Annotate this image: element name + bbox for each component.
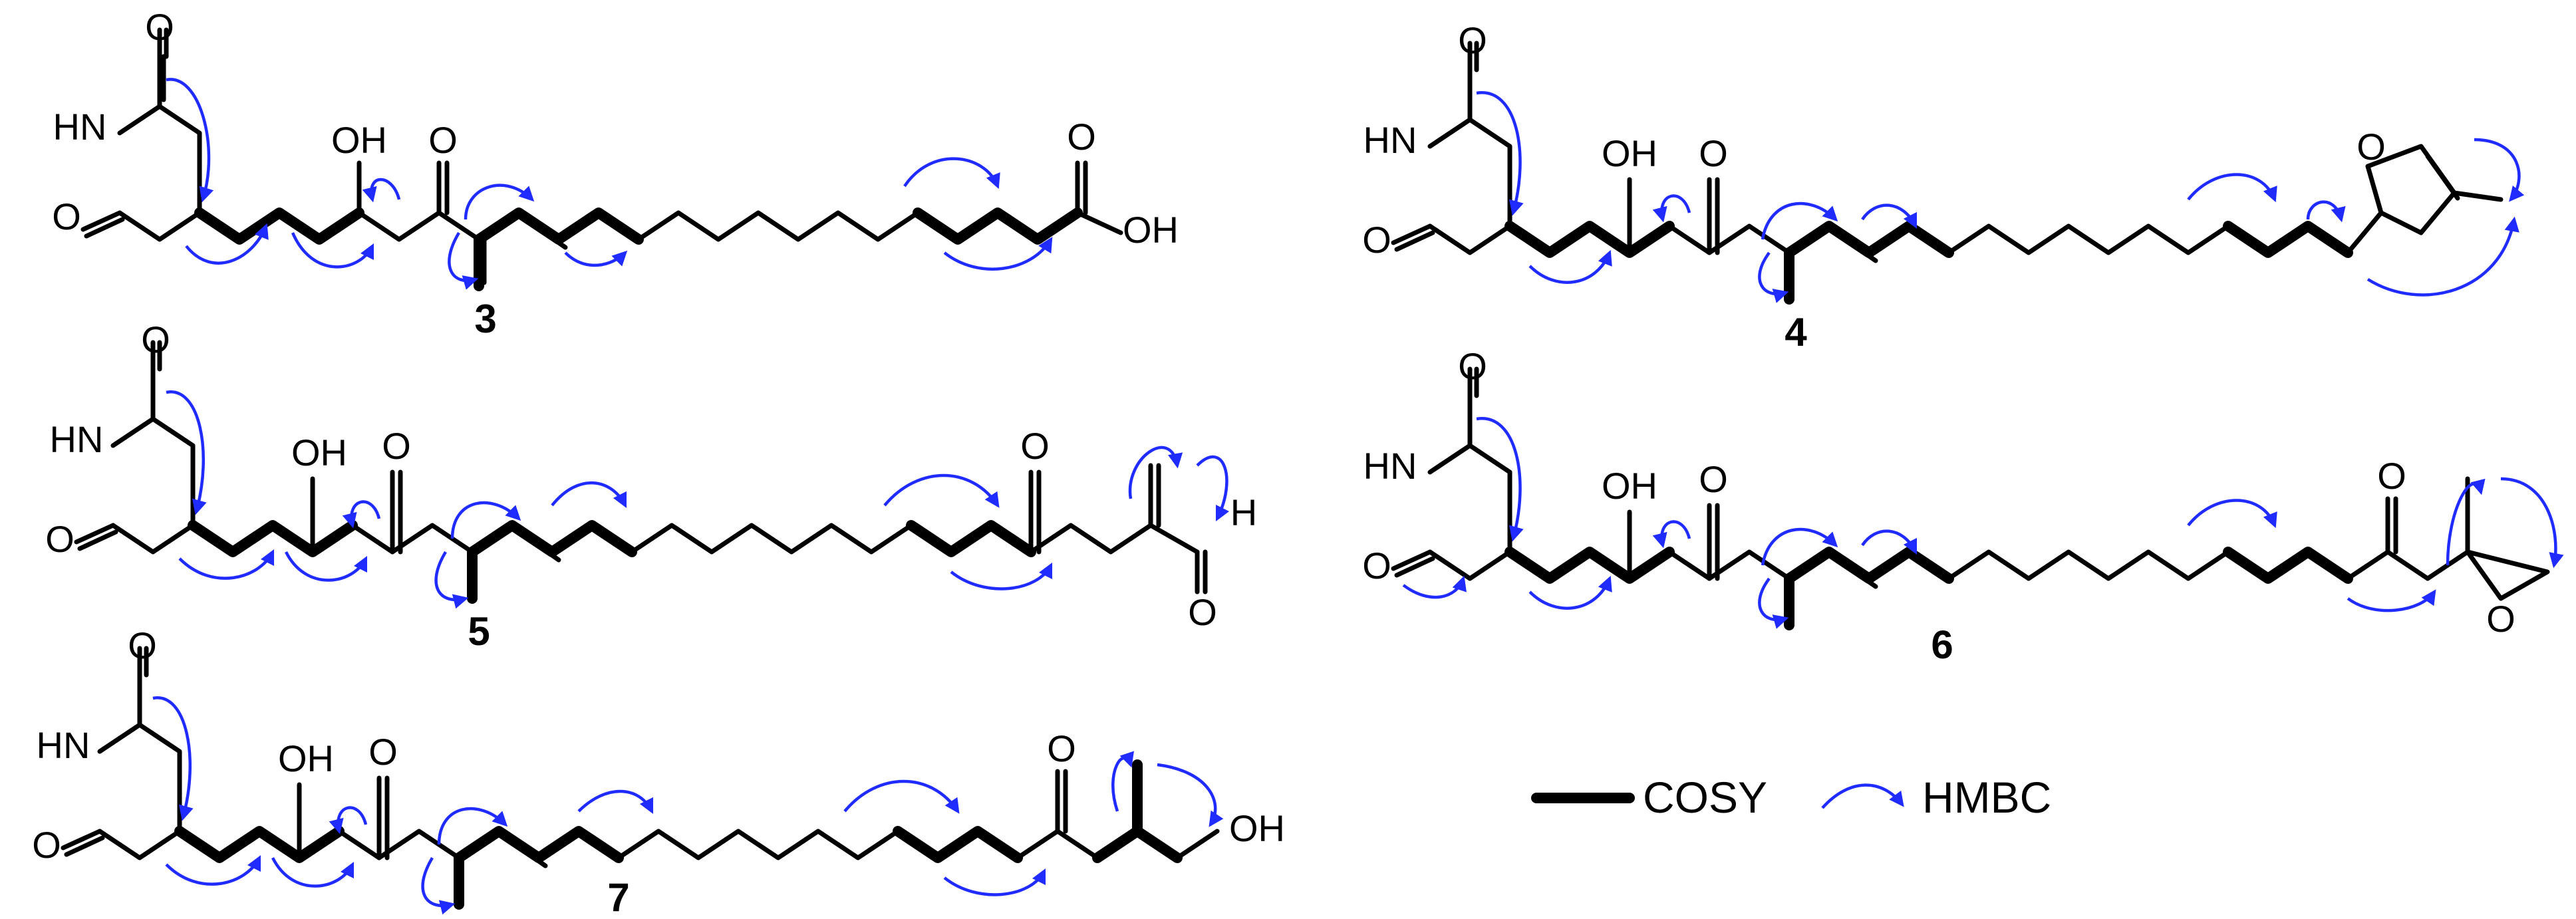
- atom-o-ketone-2: O: [1047, 727, 1076, 769]
- atom-nh: HN: [50, 418, 104, 460]
- compound-label-6: 6: [1931, 622, 1953, 667]
- atom-o-ketone: O: [382, 425, 411, 467]
- atom-nh: HN: [1363, 119, 1417, 161]
- legend-cosy-label: COSY: [1643, 773, 1767, 822]
- atom-o-ring-top: O: [141, 319, 170, 360]
- atom-o-ring-top: O: [1458, 19, 1487, 61]
- atom-o-ketone: O: [1699, 458, 1728, 500]
- atom-o-aldehyde: O: [1188, 591, 1217, 633]
- atom-o-ring-top: O: [1458, 345, 1487, 387]
- atom-o-ring-bottom: O: [1362, 545, 1391, 587]
- hmbc-arrows-7: [152, 696, 1224, 915]
- legend: COSY HMBC: [1531, 773, 2051, 822]
- atom-o-epoxide: O: [2486, 598, 2515, 640]
- compound-label-7: 7: [607, 875, 629, 919]
- atom-oh: OH: [278, 737, 334, 779]
- compound-label-4: 4: [1785, 310, 1807, 354]
- atom-oh-acid: OH: [1123, 209, 1179, 251]
- atom-nh: HN: [1363, 445, 1417, 487]
- atom-h-aldehyde: H: [1230, 491, 1257, 533]
- atom-o-ketone: O: [428, 119, 458, 161]
- atom-o-ketone-2: O: [1020, 425, 1050, 467]
- compound-7: O HN O OH O O OH 7: [32, 624, 1285, 919]
- atom-oh: OH: [1602, 465, 1657, 507]
- atom-nh: HN: [37, 724, 90, 766]
- atom-o-furan: O: [2357, 126, 2386, 168]
- atom-oh: OH: [331, 119, 387, 161]
- atom-o-ketone: O: [368, 731, 398, 773]
- atom-o-ketone-2: O: [2377, 455, 2406, 497]
- hmbc-arrows-4: [1476, 91, 2525, 303]
- compound-3: O HN O OH O O OH 3: [52, 6, 1179, 341]
- atom-nh: HN: [53, 106, 107, 148]
- hmbc-arrows-6: [1402, 417, 2564, 629]
- legend-hmbc-swatch: [1821, 783, 1904, 809]
- atom-o-ring-top: O: [128, 624, 157, 666]
- atom-o-ketone: O: [1699, 132, 1728, 174]
- atom-o-ring-bottom: O: [32, 824, 61, 866]
- compound-label-3: 3: [474, 297, 496, 341]
- compound-label-5: 5: [468, 609, 490, 654]
- atom-o-acid: O: [1067, 116, 1096, 158]
- compound-5: O HN O OH O O O H 5: [45, 319, 1257, 654]
- compound-4: O HN O OH O O 4: [1362, 19, 2525, 354]
- atom-oh: OH: [291, 432, 347, 473]
- atom-o-ring-bottom: O: [52, 196, 81, 237]
- atom-o-ring-bottom: O: [45, 518, 74, 560]
- legend-hmbc-label: HMBC: [1922, 773, 2051, 822]
- hmbc-arrows-3: [166, 78, 1053, 290]
- atom-o-ring-bottom: O: [1362, 219, 1391, 261]
- atom-oh: OH: [1602, 132, 1657, 174]
- atom-oh-terminal: OH: [1229, 807, 1285, 849]
- compound-6: O HN O OH O O O 6: [1362, 345, 2564, 667]
- atom-o-ring-top: O: [145, 6, 174, 48]
- hmbc-arrows-5: [166, 390, 1230, 609]
